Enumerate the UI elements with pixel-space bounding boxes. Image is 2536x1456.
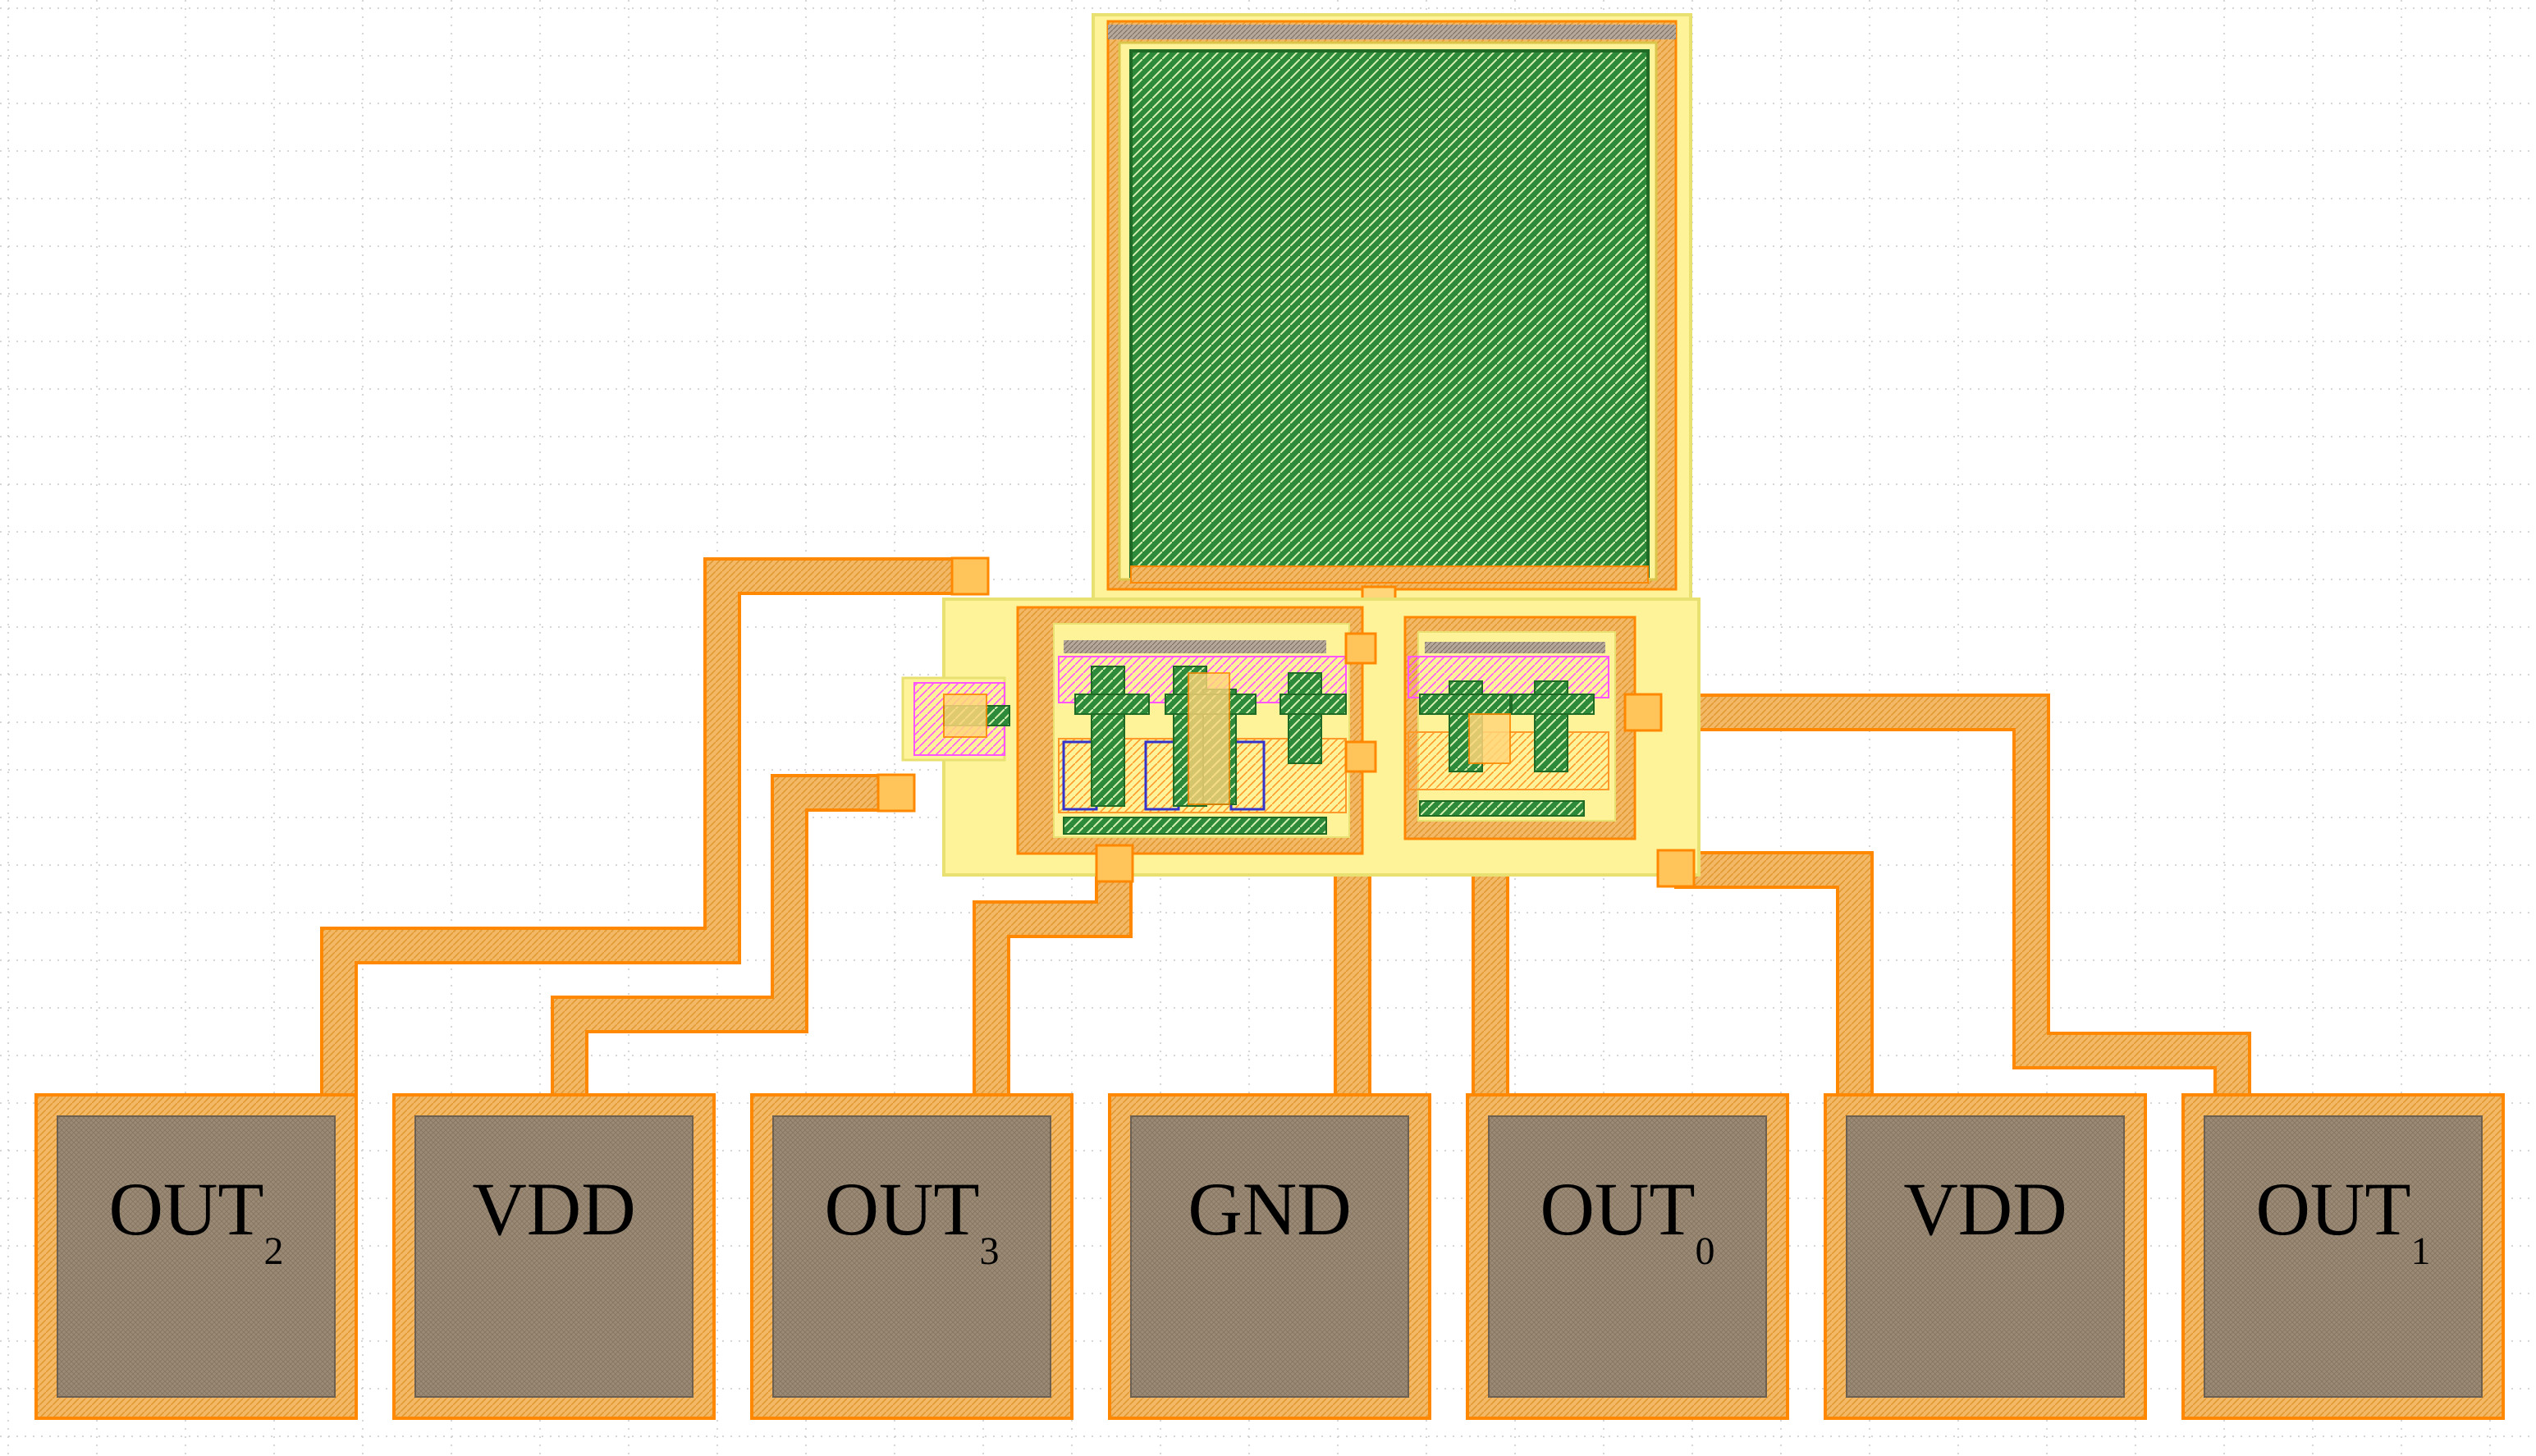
pad-label-name: OUT xyxy=(1540,1167,1695,1251)
metal-routing xyxy=(320,557,2251,1116)
cell-b-bar-1 xyxy=(1419,694,1511,715)
cell-b-bottom-bar xyxy=(1419,800,1585,817)
bond-pad: VDD xyxy=(392,1093,716,1420)
cell-a-bar-1 xyxy=(1074,694,1150,715)
wire-vdd-left-fill xyxy=(554,777,895,1116)
wire-out1-fill xyxy=(1641,697,2248,1116)
pad-label-subscript: 1 xyxy=(2411,1229,2431,1273)
pad-label: OUT2 xyxy=(108,1167,283,1273)
bond-pad: VDD xyxy=(1824,1093,2147,1420)
pad-label-name: GND xyxy=(1188,1167,1351,1251)
pad-label-name: OUT xyxy=(824,1167,979,1251)
pad-label: OUT1 xyxy=(2255,1167,2430,1273)
pad-label-name: VDD xyxy=(472,1167,635,1251)
pad-label-subscript: 0 xyxy=(1696,1229,1715,1273)
cell-a-bar-3 xyxy=(1279,694,1347,715)
via-center-1 xyxy=(1344,632,1377,665)
pad-opening xyxy=(772,1115,1051,1398)
cell-b-mid xyxy=(1468,713,1511,764)
via-right-2 xyxy=(1623,693,1663,732)
via-left-2 xyxy=(877,773,916,813)
pad-opening xyxy=(1130,1115,1409,1398)
pad-label: VDD xyxy=(472,1167,635,1251)
wire-out2 xyxy=(320,557,968,1116)
via-center-2 xyxy=(1344,740,1377,773)
pad-opening xyxy=(2204,1115,2483,1398)
via-bottom xyxy=(1095,844,1134,883)
via-left-1 xyxy=(950,556,990,596)
bond-pad: OUT0 xyxy=(1466,1093,1789,1420)
top-cell-stripe xyxy=(1108,25,1676,39)
cell-b-stripe xyxy=(1425,642,1605,653)
wire-out2-fill xyxy=(323,561,968,1116)
top-cell-bottom-bar xyxy=(1130,565,1649,584)
pad-label-name: VDD xyxy=(1903,1167,2067,1251)
cell-a-gate-1 xyxy=(1091,666,1125,807)
pad-label: GND xyxy=(1188,1167,1351,1251)
via-right-1 xyxy=(1656,849,1696,888)
pad-label-name: OUT xyxy=(2255,1167,2410,1251)
pad-label-subscript: 2 xyxy=(264,1229,284,1273)
bond-pad: OUT3 xyxy=(750,1093,1073,1420)
core-layout xyxy=(877,13,1701,888)
pad-opening xyxy=(57,1115,336,1398)
cell-a-stripe xyxy=(1064,640,1326,653)
pad-label: OUT0 xyxy=(1540,1167,1714,1273)
pad-label-name: OUT xyxy=(108,1167,263,1251)
cell-b-bar-2 xyxy=(1511,694,1595,715)
pad-opening xyxy=(414,1115,694,1398)
pad-label: VDD xyxy=(1903,1167,2067,1251)
wire-vdd-right-fill xyxy=(1674,854,1870,1116)
cell-b-diff-top xyxy=(1408,656,1609,698)
bond-pad: GND xyxy=(1108,1093,1431,1420)
wire-out3-fill xyxy=(976,854,1129,1116)
cell-a-gate-4 xyxy=(1288,672,1322,764)
wire-vdd-right xyxy=(1674,851,1874,1116)
pad-opening xyxy=(1846,1115,2125,1398)
wire-out3 xyxy=(973,854,1133,1116)
pad-label: OUT3 xyxy=(824,1167,999,1273)
cell-a-mid xyxy=(1188,672,1230,805)
cell-a-bottom-bar xyxy=(1063,817,1327,835)
pad-label-subscript: 3 xyxy=(980,1229,1000,1273)
bond-pad: OUT2 xyxy=(34,1093,358,1420)
small-cell-contact xyxy=(943,694,987,738)
bond-pad: OUT1 xyxy=(2181,1093,2505,1420)
top-cell-capacitor xyxy=(1129,49,1650,578)
pad-opening xyxy=(1488,1115,1767,1398)
